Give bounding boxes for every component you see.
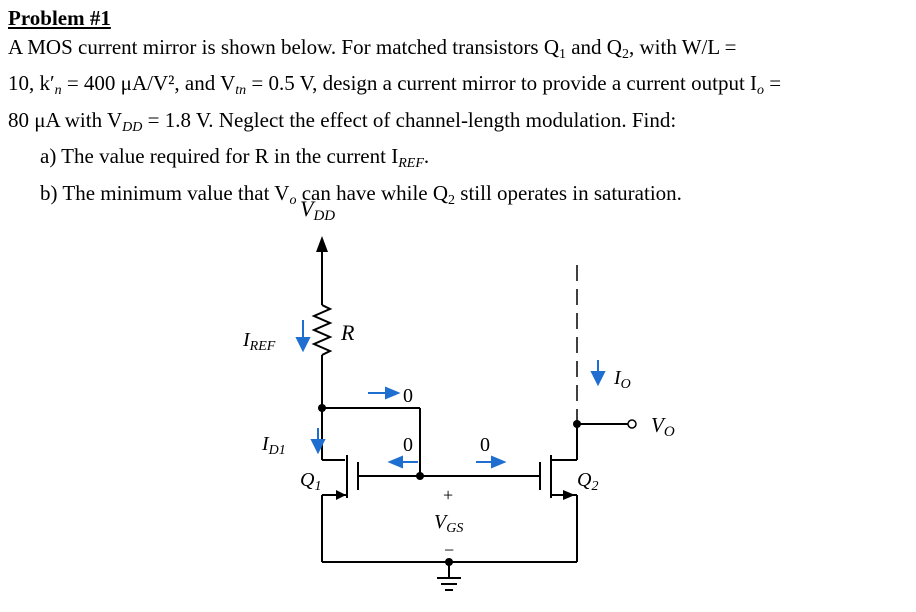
zero-label-left: 0 xyxy=(403,434,413,456)
problem-line-3: 80 μA with VDD = 1.8 V. Neglect the effe… xyxy=(8,107,677,135)
vdd-label: VDD xyxy=(300,196,335,224)
junction-dot xyxy=(318,404,326,412)
io-label: IO xyxy=(613,367,631,392)
resistor-label: R xyxy=(340,320,355,345)
problem-line-1: A MOS current mirror is shown below. For… xyxy=(8,34,737,62)
vgs-label: VGS xyxy=(434,511,463,536)
left-zero-arrowhead-icon xyxy=(387,455,403,469)
vdd-arrow-icon xyxy=(316,236,328,252)
right-zero-arrowhead-icon xyxy=(491,455,507,469)
iref-arrowhead-icon xyxy=(295,337,311,353)
vgs-minus: − xyxy=(444,540,454,560)
iref-label: IREF xyxy=(242,329,276,354)
vgs-plus: + xyxy=(443,485,453,505)
id1-label: ID1 xyxy=(261,433,286,458)
junction-dot xyxy=(573,420,581,428)
problem-line-2: 10, k′n = 400 μA/V², and Vtn = 0.5 V, de… xyxy=(8,71,782,98)
junction-dot xyxy=(416,472,424,480)
zero-label-right: 0 xyxy=(480,434,490,456)
q2-source-arrow-icon xyxy=(563,490,575,500)
junction-dot xyxy=(445,558,453,566)
id1-arrowhead-icon xyxy=(310,439,326,455)
question-a: a) The value required for R in the curre… xyxy=(40,144,430,171)
zero-label-top: 0 xyxy=(403,385,413,407)
top-zero-arrowhead-icon xyxy=(385,386,401,400)
vo-label: VO xyxy=(651,413,675,440)
problem-statement: Problem #1 A MOS current mirror is shown… xyxy=(8,4,908,215)
q2-label: Q2 xyxy=(577,469,598,494)
q1-source-arrow-icon xyxy=(336,490,346,500)
io-arrowhead-icon xyxy=(590,371,606,387)
question-b: b) The minimum value that Vo can have wh… xyxy=(40,180,682,208)
q1-label: Q1 xyxy=(300,469,321,494)
output-terminal xyxy=(627,419,637,429)
resistor-r xyxy=(311,304,333,356)
problem-title: Problem #1 xyxy=(8,6,111,30)
